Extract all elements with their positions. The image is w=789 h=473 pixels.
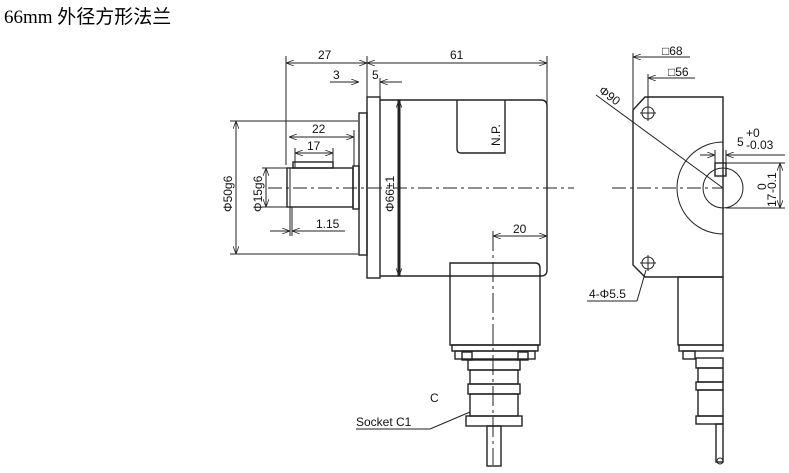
- side-view: N.P. 27 61 3 5 Φ50g6 Φ15g6: [221, 48, 572, 467]
- dim-3: 3: [333, 68, 340, 82]
- key-slot: [714, 162, 727, 177]
- key-width-tol-lower: -0.03: [746, 138, 774, 152]
- dim-square-56: □56: [668, 65, 689, 79]
- square-flange: [632, 96, 724, 278]
- connector-side: [677, 276, 724, 465]
- dim-61: 61: [450, 48, 464, 62]
- socket-label: Socket C1: [356, 415, 412, 429]
- dim-phi50: Φ50g6: [221, 175, 235, 212]
- encoder-body: [380, 99, 548, 277]
- connector-label: C: [430, 391, 439, 405]
- dim-key-width: 5: [737, 135, 744, 149]
- dim-22: 22: [312, 122, 326, 136]
- dim-phi15: Φ15g6: [251, 175, 265, 212]
- key-width-tol-upper: +0: [746, 126, 760, 140]
- nameplate-area: [456, 100, 506, 154]
- mounting-hole: [640, 105, 656, 121]
- key-height-tol-upper: 0: [755, 183, 769, 190]
- drawing-title: 66mm 外径方形法兰: [4, 7, 172, 28]
- mounting-hole: [640, 255, 656, 271]
- dim-20: 20: [513, 222, 527, 236]
- phi90-leader: [595, 94, 724, 189]
- dim-27: 27: [318, 48, 332, 62]
- dim-1-15: 1.15: [316, 217, 340, 231]
- flange: [366, 96, 381, 279]
- dim-key-height: 17: [765, 193, 779, 207]
- shaft-circle: [702, 167, 744, 209]
- dim-square-68: □68: [662, 44, 683, 58]
- front-view: □68 □56 Φ90 5 +0 -0.03 17 0 -0.1 4-Φ5.5: [570, 44, 785, 465]
- key-height-tol-lower: -0.1: [765, 172, 779, 193]
- connector-socket: [449, 262, 541, 467]
- nameplate-label: N.P.: [489, 124, 503, 146]
- dim-5: 5: [372, 68, 379, 82]
- dim-17: 17: [307, 139, 321, 153]
- dim-holes: 4-Φ5.5: [589, 287, 626, 301]
- flange-plate: [358, 112, 368, 256]
- pilot-circle: [676, 141, 724, 235]
- dim-phi66: Φ66±1: [383, 175, 397, 212]
- shaft-key: [292, 161, 334, 169]
